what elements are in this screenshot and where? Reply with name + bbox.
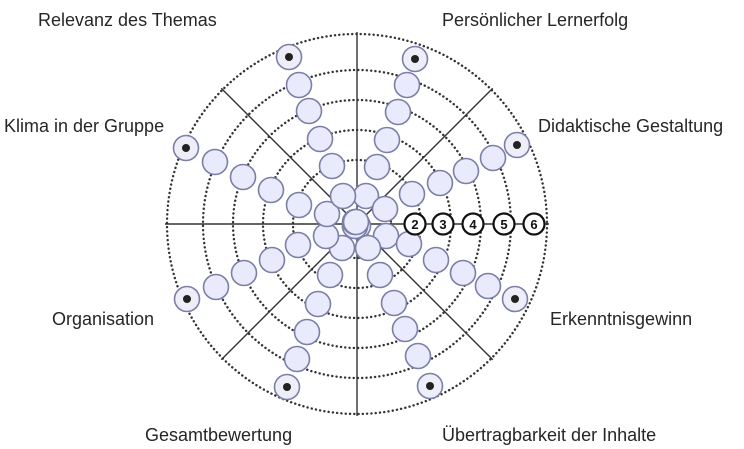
bead — [391, 315, 419, 343]
bead — [398, 180, 426, 208]
rating-marker-dot — [426, 382, 434, 390]
bead — [318, 152, 346, 180]
bead — [295, 97, 323, 125]
bead — [285, 71, 313, 99]
bead — [380, 289, 408, 317]
bead — [230, 259, 258, 287]
bead — [479, 144, 507, 172]
bead — [363, 153, 391, 181]
bead — [285, 191, 313, 219]
label-didaktik: Didaktische Gestaltung — [538, 116, 724, 136]
bead — [202, 273, 230, 301]
scale-marker-4 — [461, 212, 485, 236]
scale-number: 3 — [439, 217, 446, 232]
bead — [449, 259, 477, 287]
label-relevanz: Relevanz des Themas — [38, 10, 217, 30]
rating-marker-dot — [511, 295, 519, 303]
bead — [373, 126, 401, 154]
bead — [404, 342, 432, 370]
bead — [342, 208, 370, 236]
bead — [371, 195, 399, 223]
rating-marker-dot — [513, 141, 521, 149]
bead — [354, 234, 382, 262]
bead — [229, 163, 257, 191]
rating-marker-dot — [411, 55, 419, 63]
bead — [474, 272, 502, 300]
bead — [366, 261, 394, 289]
bead — [258, 246, 286, 274]
bead — [257, 176, 285, 204]
bead — [329, 182, 357, 210]
rating-marker-dot — [283, 383, 291, 391]
bead — [283, 345, 311, 373]
bead — [304, 290, 332, 318]
rating-marker-dot — [285, 53, 293, 61]
scale-number: 2 — [411, 217, 418, 232]
rating-marker-dot — [182, 144, 190, 152]
bead — [293, 318, 321, 346]
label-klima: Klima in der Gruppe — [4, 116, 165, 136]
bead — [201, 148, 229, 176]
bead — [316, 261, 344, 289]
bead — [393, 71, 421, 99]
bead — [306, 125, 334, 153]
bead — [384, 98, 412, 126]
bead — [422, 246, 450, 274]
scale-marker-2 — [403, 212, 427, 236]
bead — [452, 157, 480, 185]
scale-number: 4 — [469, 217, 477, 232]
label-gesamt: Gesamtbewertung — [145, 425, 293, 445]
label-organisation: Organisation — [52, 309, 155, 329]
scale-marker-6 — [522, 212, 546, 236]
label-lernerfolg: Persönlicher Lernerfolg — [442, 10, 629, 30]
scale-number: 6 — [530, 217, 537, 232]
bead — [284, 231, 312, 259]
scale-marker-3 — [431, 212, 455, 236]
scale-marker-5 — [492, 212, 516, 236]
label-uebertragbarkeit: Übertragbarkeit der Inhalte — [442, 425, 657, 445]
scale-number: 5 — [500, 217, 507, 232]
rating-marker-dot — [183, 295, 191, 303]
bead — [426, 169, 454, 197]
label-erkenntnis: Erkenntnisgewinn — [550, 309, 693, 329]
bead — [313, 200, 341, 228]
